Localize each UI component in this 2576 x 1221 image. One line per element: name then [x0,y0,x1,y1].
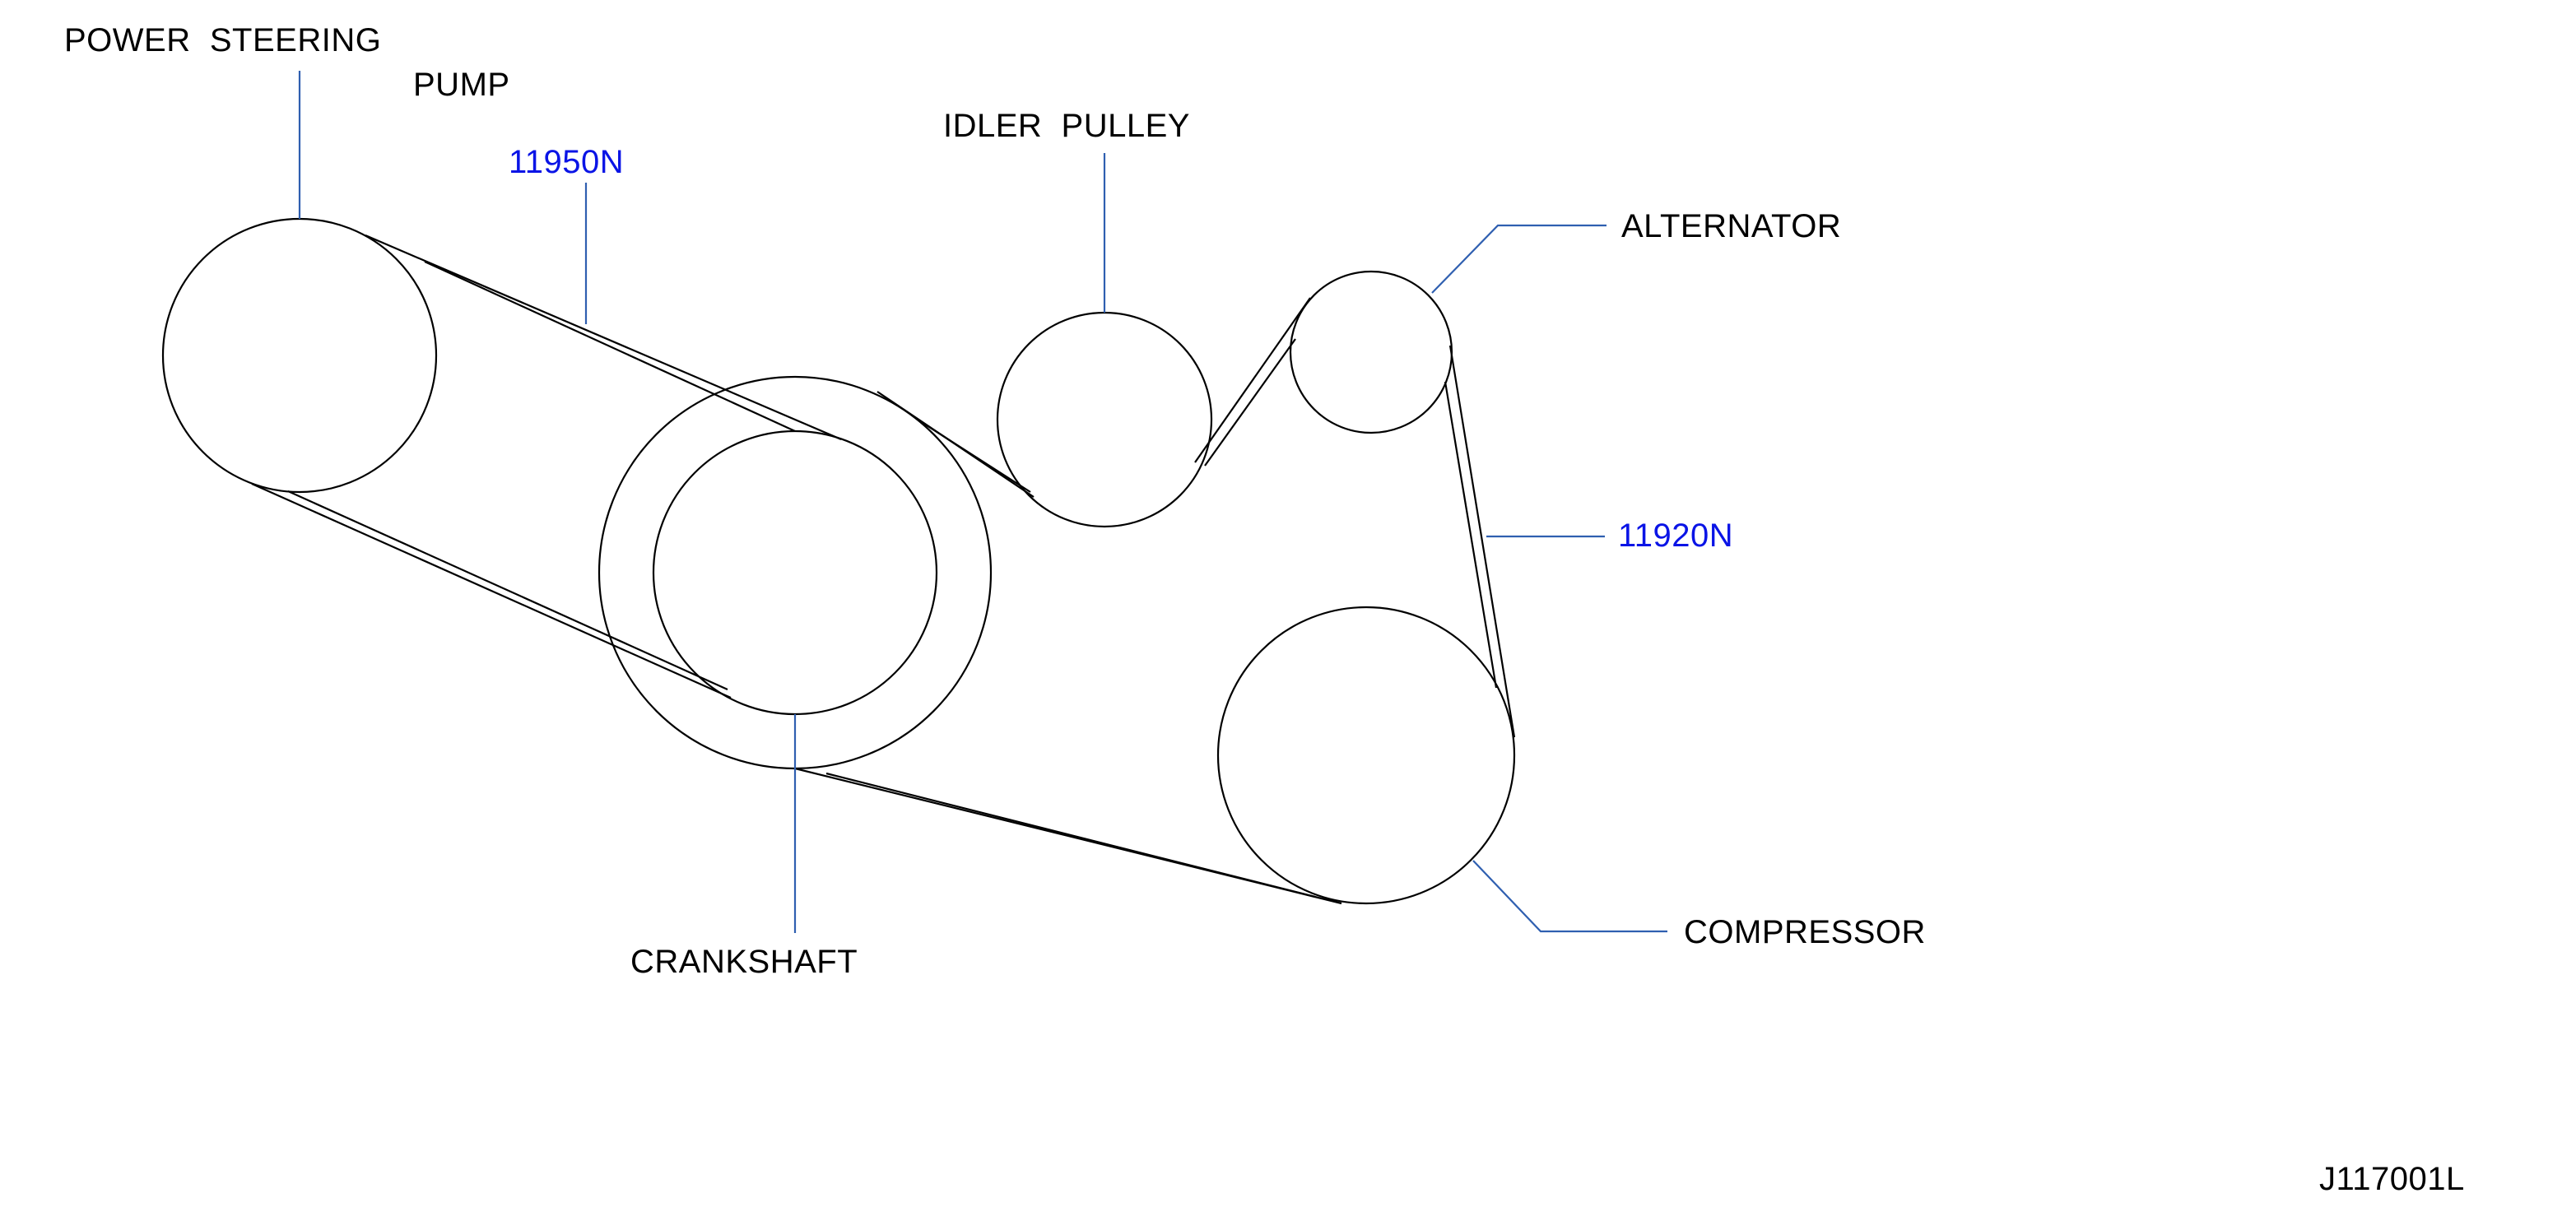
belt-ps-bottom-inner [287,490,728,691]
crankshaft-pulley-inner [652,429,938,716]
label-compressor: COMPRESSOR [1684,914,1926,950]
belt-ps-bottom-outer [251,482,732,699]
belt-ps-top-inner [424,260,796,433]
belt-alt-comp-outer [1448,345,1516,738]
power-steering-pump-pulley [161,217,438,494]
alternator-belt [794,297,1516,905]
part-number-11950n: 11950N [509,144,624,180]
part-number-11920n: 11920N [1618,518,1733,554]
power-steering-belt [251,234,842,699]
label-alternator: ALTERNATOR [1621,208,1841,244]
label-crankshaft: CRANKSHAFT [630,944,858,980]
belt-ps-top-outer [365,234,842,441]
belt-comp-crank-inner [825,772,1316,898]
label-power-steering-line1: POWER STEERING [64,22,381,58]
belt-idler-alt-outer [1194,297,1311,463]
label-idler-pulley: IDLER PULLEY [943,108,1190,144]
label-power-steering-line2: PUMP [413,67,510,103]
crankshaft-pulley-outer [598,375,993,770]
figure-code: J117001L [2319,1161,2465,1197]
compressor-pulley [1216,606,1516,905]
belt-crank-idler-inner [919,420,1031,493]
leader-alternator [1431,224,1607,294]
alternator-pulley [1289,270,1453,434]
belt-alt-comp-inner [1444,381,1498,689]
belt-idler-alt-inner [1204,338,1296,467]
leader-compressor [1472,860,1667,933]
